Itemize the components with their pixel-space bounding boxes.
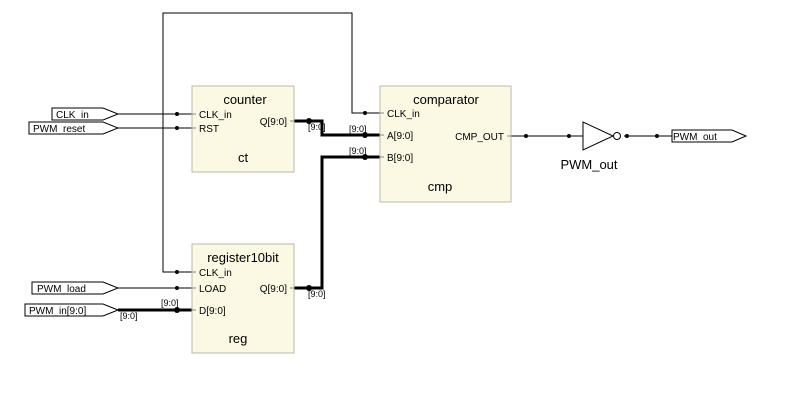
port-clk-in[interactable]: CLK_in: [51, 107, 120, 121]
junction-dot: [362, 154, 368, 160]
block-type-label: counter: [223, 92, 267, 107]
port-label: CLK_in: [56, 110, 89, 121]
port-label: PWM_in[9:0]: [29, 306, 86, 317]
register-block[interactable]: register10bit CLK_in LOAD Q[9:0] D[9:0] …: [191, 243, 295, 354]
port-label: PWM_out: [673, 132, 717, 143]
clk-register-wire: [162, 114, 192, 273]
pin-label: CLK_in: [199, 268, 232, 279]
inverter-label: PWM_out: [560, 157, 617, 172]
junction-dot: [174, 307, 180, 313]
pin-label: Q[9:0]: [260, 117, 287, 128]
bus-width-label: [9:0]: [161, 298, 179, 308]
junction-dot: [362, 132, 368, 138]
pin-label: CLK_in: [199, 110, 232, 121]
junctions: [174, 111, 659, 313]
pin-label: D[9:0]: [199, 306, 226, 317]
inverter-gate[interactable]: PWM_out: [560, 121, 621, 172]
bus-width-label: [9:0]: [349, 146, 367, 156]
block-type-label: comparator: [413, 92, 479, 107]
bus-labels: [9:0] [9:0] [9:0] [9:0] [9:0] [9:0]: [120, 122, 367, 321]
bus-width-label: [9:0]: [120, 311, 138, 321]
junction-dot: [625, 134, 629, 138]
bus-width-label: [9:0]: [349, 124, 367, 134]
junction-dot: [306, 285, 312, 291]
port-pwm-out[interactable]: PWM_out: [671, 129, 748, 143]
junction-dot: [175, 270, 179, 274]
junction-dot: [655, 134, 659, 138]
junction-dot: [175, 112, 179, 116]
pin-label: A[9:0]: [387, 131, 413, 142]
block-type-label: register10bit: [207, 250, 279, 265]
register-q-bus: [294, 155, 380, 290]
port-label: PWM_load: [37, 284, 86, 295]
pin-label: LOAD: [199, 284, 226, 295]
pin-label: RST: [199, 124, 219, 135]
instance-label: reg: [229, 331, 248, 346]
junction-dot: [175, 286, 179, 290]
inverter-triangle-icon: [582, 121, 615, 151]
comparator-block[interactable]: comparator CLK_in A[9:0] B[9:0] CMP_OUT …: [379, 85, 512, 203]
bus-width-label: [9:0]: [308, 289, 326, 299]
pin-label: B[9:0]: [387, 153, 413, 164]
inverter-bubble-icon: [613, 132, 621, 140]
port-label: PWM_reset: [33, 124, 85, 135]
pin-label: Q[9:0]: [260, 284, 287, 295]
clk-feedback-wire: [162, 12, 380, 114]
port-pwm-load[interactable]: PWM_load: [31, 281, 120, 295]
bus-width-label: [9:0]: [308, 122, 326, 132]
port-pwm-in[interactable]: PWM_in[9:0]: [24, 303, 120, 317]
pin-label: CLK_in: [387, 109, 420, 120]
junction-dot: [524, 134, 528, 138]
junction-dot: [363, 111, 367, 115]
pin-label: CMP_OUT: [455, 132, 504, 143]
instance-label: cmp: [428, 179, 453, 194]
junction-dot: [175, 126, 179, 130]
port-pwm-reset[interactable]: PWM_reset: [28, 121, 120, 135]
instance-label: ct: [238, 150, 249, 165]
counter-block[interactable]: counter CLK_in RST Q[9:0] ct: [191, 85, 295, 173]
junction-dot: [306, 118, 312, 124]
junction-dot: [567, 134, 571, 138]
